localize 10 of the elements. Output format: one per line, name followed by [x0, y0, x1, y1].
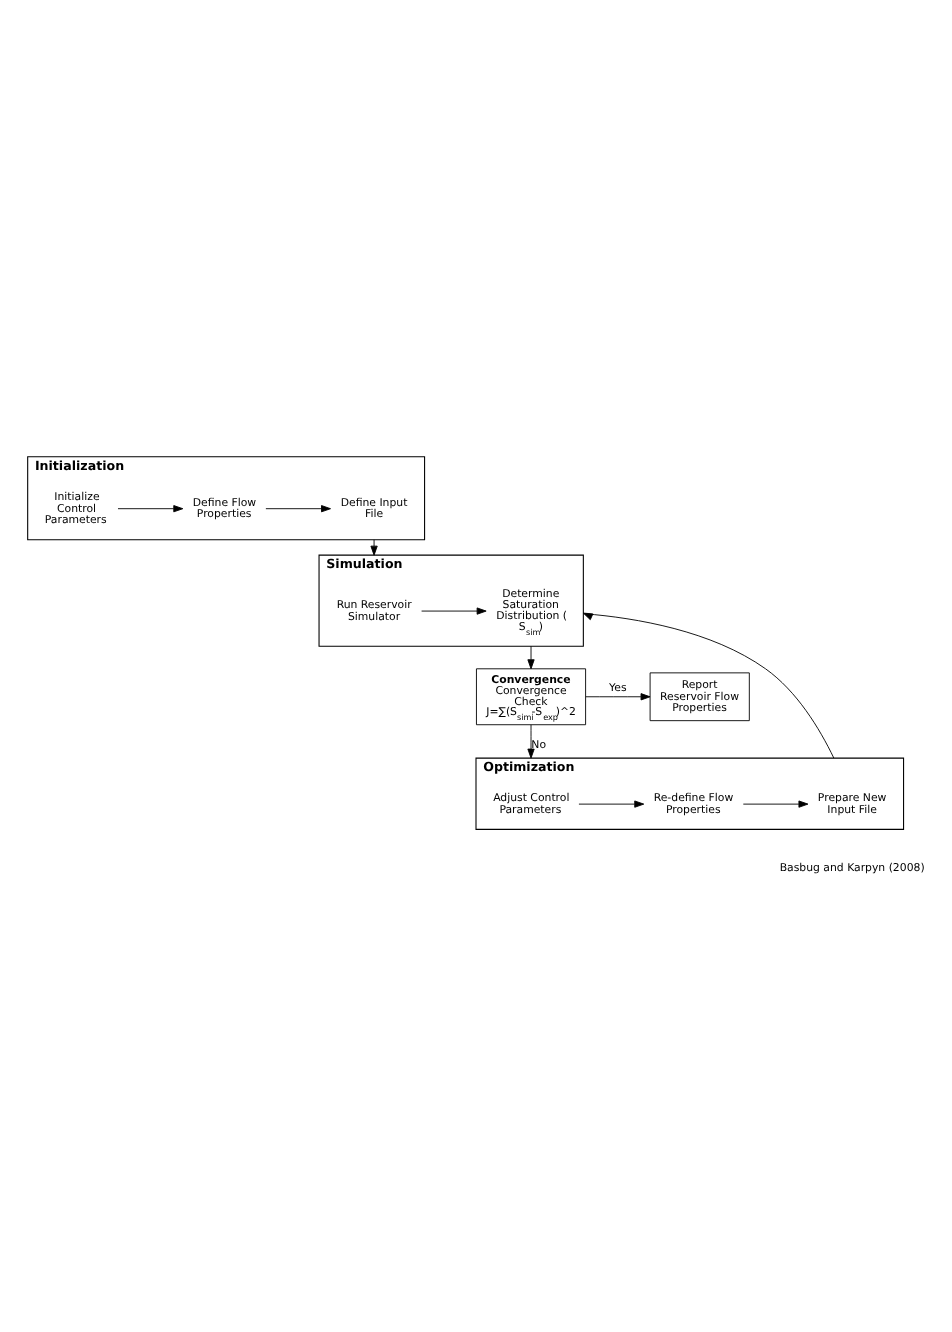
arrow	[742, 799, 809, 807]
arrow	[527, 723, 535, 758]
arrow	[527, 644, 535, 669]
arrow	[265, 504, 331, 512]
arrow	[585, 692, 651, 700]
arrow	[421, 606, 487, 614]
arrow	[578, 799, 645, 807]
arrow	[117, 504, 184, 512]
arrow	[370, 538, 378, 555]
arrow	[582, 611, 835, 758]
